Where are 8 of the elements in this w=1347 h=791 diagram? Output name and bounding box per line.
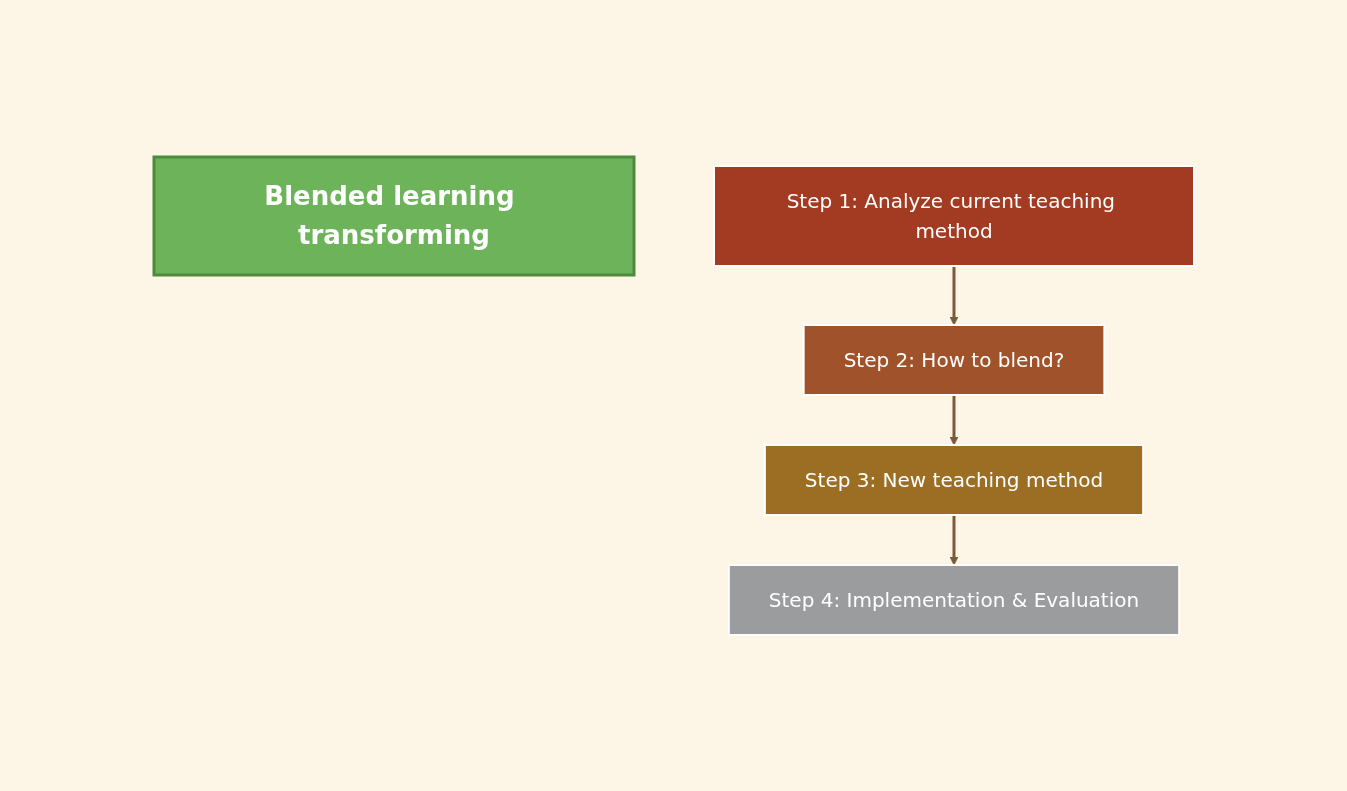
node-box: Step 1: Analyze current teaching method (712, 164, 1195, 267)
arrow (949, 514, 958, 565)
node-box: Blended learning transforming (152, 155, 635, 276)
node-box: Step 4: Implementation & Evaluation (727, 563, 1180, 636)
arrow (949, 394, 958, 445)
arrow (949, 265, 958, 325)
node-box: Step 3: New teaching method (763, 443, 1144, 516)
node-box: Step 2: How to blend? (802, 323, 1105, 396)
